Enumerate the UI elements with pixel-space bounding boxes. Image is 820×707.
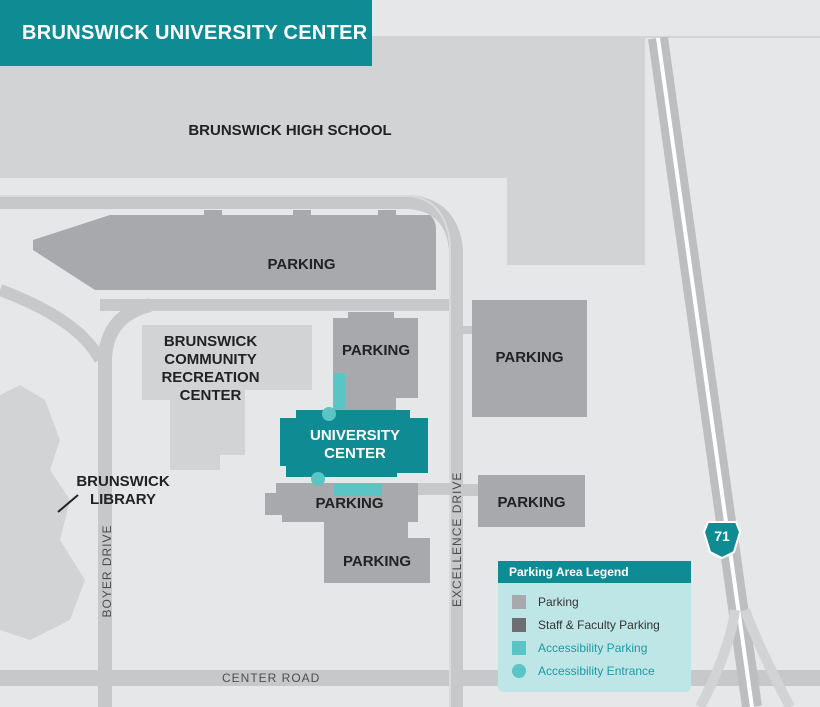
road-edge	[0, 195, 451, 707]
parking-swatch-icon	[512, 594, 526, 609]
high-school-building	[0, 36, 820, 265]
parking-label-south-uc: PARKING	[315, 495, 384, 512]
parking-lot-top	[33, 215, 436, 290]
parking-lot-bottom	[324, 522, 430, 583]
ramp-west	[695, 609, 740, 707]
excellence-drive-label: EXCELLENCE DRIVE	[450, 471, 464, 607]
legend-item-label: Staff & Faculty Parking	[538, 617, 660, 632]
legend-item-staff-parking: Staff & Faculty Parking	[512, 613, 691, 636]
west-curve-road	[0, 284, 106, 363]
parking-label-east-top: PARKING	[495, 349, 564, 366]
legend-item-parking: Parking	[512, 590, 691, 613]
accessibility-parking-swatch-icon	[512, 640, 526, 655]
staff-parking-swatch-icon	[512, 617, 526, 632]
accessibility-entrance-south	[311, 472, 325, 486]
library-building	[0, 385, 85, 640]
legend-items: Parking Staff & Faculty Parking Accessib…	[498, 583, 691, 682]
accessibility-parking-south	[334, 484, 382, 496]
legend-item-label: Parking	[538, 594, 579, 609]
center-road-label: CENTER ROAD	[222, 671, 321, 685]
parking-label-top: PARKING	[267, 256, 336, 273]
legend-item-label: Accessibility Parking	[538, 640, 648, 655]
legend-item-accessibility-entrance: Accessibility Entrance	[512, 659, 691, 682]
parking-lot-east-top	[472, 300, 587, 417]
parking-label-bottom: PARKING	[342, 553, 412, 570]
legend-title: Parking Area Legend	[498, 561, 691, 583]
boyer-drive-road	[98, 298, 152, 707]
parking-notch	[204, 210, 222, 218]
recreation-center-building	[142, 325, 312, 470]
highway-centerline	[656, 37, 754, 707]
parking-notch	[293, 210, 311, 218]
accessibility-entrance-north	[322, 407, 336, 421]
boyer-drive-label: BOYER DRIVE	[100, 524, 114, 618]
highway-number: 71	[714, 528, 730, 544]
parking-lot-north-uc	[333, 312, 418, 410]
accessibility-parking-north	[334, 373, 345, 409]
university-center-label: UNIVERSITY CENTER	[309, 427, 400, 462]
recreation-center-label: BRUNSWICK COMMUNITY RECREATION CENTER	[161, 333, 260, 404]
high-school-label: BRUNSWICK HIGH SCHOOL	[188, 122, 392, 139]
parking-notch	[378, 210, 396, 218]
parking-lot-east-bottom	[478, 475, 585, 527]
legend-item-label: Accessibility Entrance	[538, 663, 655, 678]
library-label: BRUNSWICK LIBRARY	[76, 473, 170, 508]
parking-label-north-uc: PARKING	[341, 342, 411, 359]
map-title: BRUNSWICK UNIVERSITY CENTER	[0, 0, 372, 66]
library-pointer	[57, 494, 79, 513]
parking-access	[418, 483, 456, 495]
interstate-shield-icon	[702, 521, 742, 560]
legend-item-accessibility-parking: Accessibility Parking	[512, 636, 691, 659]
ramp-east	[740, 608, 795, 707]
parking-label-east-bottom: PARKING	[497, 494, 566, 511]
university-center-building	[280, 410, 428, 477]
accessibility-entrance-swatch-icon	[512, 663, 526, 678]
parking-legend: Parking Area Legend Parking Staff & Facu…	[498, 561, 691, 692]
